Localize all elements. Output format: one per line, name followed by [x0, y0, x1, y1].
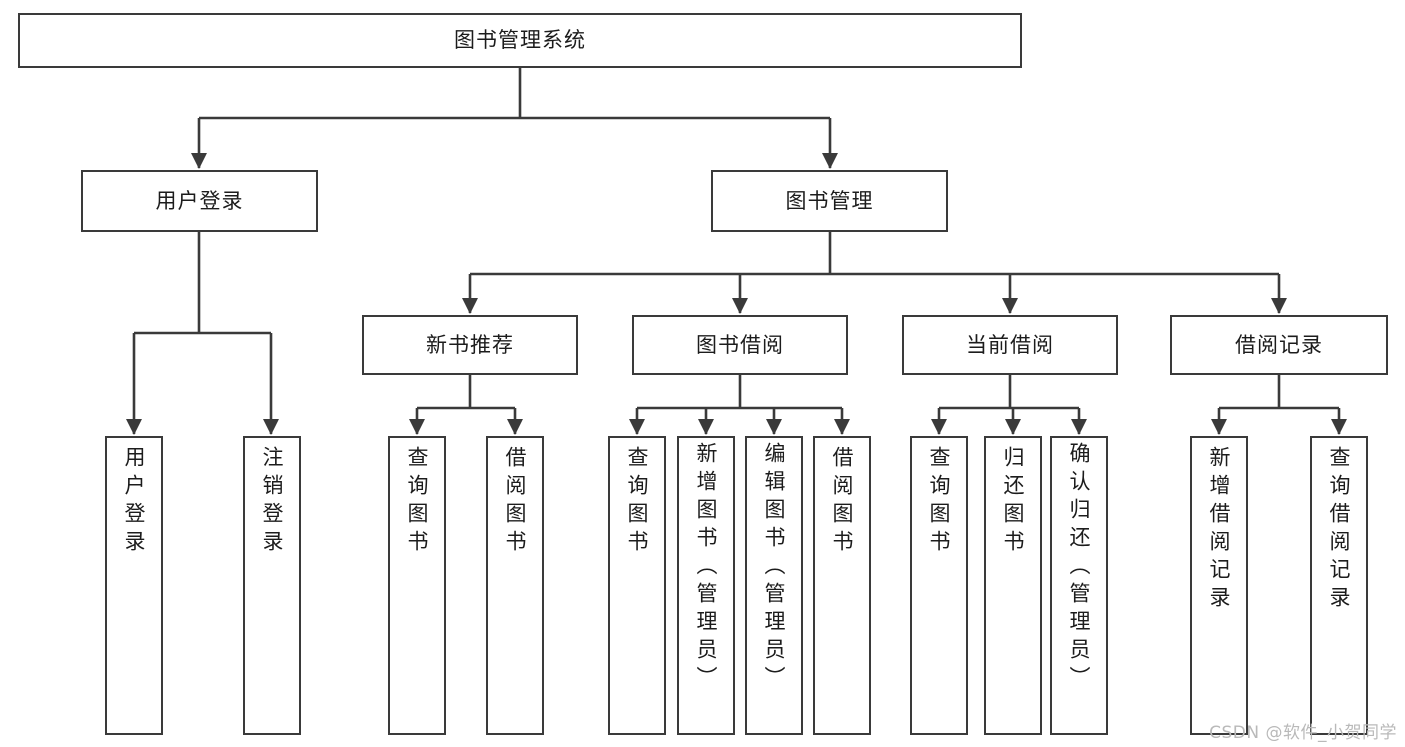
node-current-borrow-label: 当前借阅 [966, 332, 1054, 357]
node-leaf[interactable]: 查询借阅记录 [1310, 436, 1368, 735]
node-leaf[interactable]: 确认归还（管理员） [1050, 436, 1108, 735]
node-book-management[interactable]: 图书管理 [711, 170, 948, 232]
node-leaf[interactable]: 查询图书 [608, 436, 666, 735]
node-leaf[interactable]: 新增图书（管理员） [677, 436, 735, 735]
node-leaf[interactable]: 借阅图书 [813, 436, 871, 735]
node-leaf[interactable]: 查询图书 [910, 436, 968, 735]
node-leaf[interactable]: 用户登录 [105, 436, 163, 735]
node-root[interactable]: 图书管理系统 [18, 13, 1022, 68]
node-leaf-label: 编辑图书（管理员） [762, 442, 787, 694]
node-leaf[interactable]: 借阅图书 [486, 436, 544, 735]
node-leaf[interactable]: 注销登录 [243, 436, 301, 735]
node-leaf-label: 借阅图书 [830, 446, 855, 558]
node-root-label: 图书管理系统 [454, 28, 586, 52]
node-borrow-records-label: 借阅记录 [1235, 332, 1323, 357]
node-new-book-recommend-label: 新书推荐 [426, 332, 514, 357]
node-leaf-label: 用户登录 [122, 446, 147, 558]
node-leaf-label: 归还图书 [1001, 446, 1026, 558]
node-current-borrow[interactable]: 当前借阅 [902, 315, 1118, 375]
node-book-borrow[interactable]: 图书借阅 [632, 315, 848, 375]
node-leaf[interactable]: 查询图书 [388, 436, 446, 735]
node-book-management-label: 图书管理 [785, 188, 874, 213]
node-user-login[interactable]: 用户登录 [81, 170, 318, 232]
node-leaf-label: 借阅图书 [503, 446, 528, 558]
node-leaf-label: 查询图书 [625, 446, 650, 558]
node-leaf-label: 新增图书（管理员） [694, 442, 719, 694]
node-leaf-label: 查询借阅记录 [1327, 446, 1352, 614]
node-leaf-label: 新增借阅记录 [1207, 446, 1232, 614]
node-leaf-label: 查询图书 [405, 446, 430, 558]
node-leaf[interactable]: 编辑图书（管理员） [745, 436, 803, 735]
node-leaf-label: 注销登录 [260, 446, 285, 558]
node-user-login-label: 用户登录 [155, 188, 244, 213]
node-leaf[interactable]: 归还图书 [984, 436, 1042, 735]
node-new-book-recommend[interactable]: 新书推荐 [362, 315, 578, 375]
node-leaf[interactable]: 新增借阅记录 [1190, 436, 1248, 735]
node-borrow-records[interactable]: 借阅记录 [1170, 315, 1388, 375]
node-leaf-label: 查询图书 [927, 446, 952, 558]
node-book-borrow-label: 图书借阅 [696, 332, 784, 357]
csdn-watermark: CSDN @软件_小贺同学 [1209, 723, 1397, 743]
node-leaf-label: 确认归还（管理员） [1067, 442, 1092, 694]
